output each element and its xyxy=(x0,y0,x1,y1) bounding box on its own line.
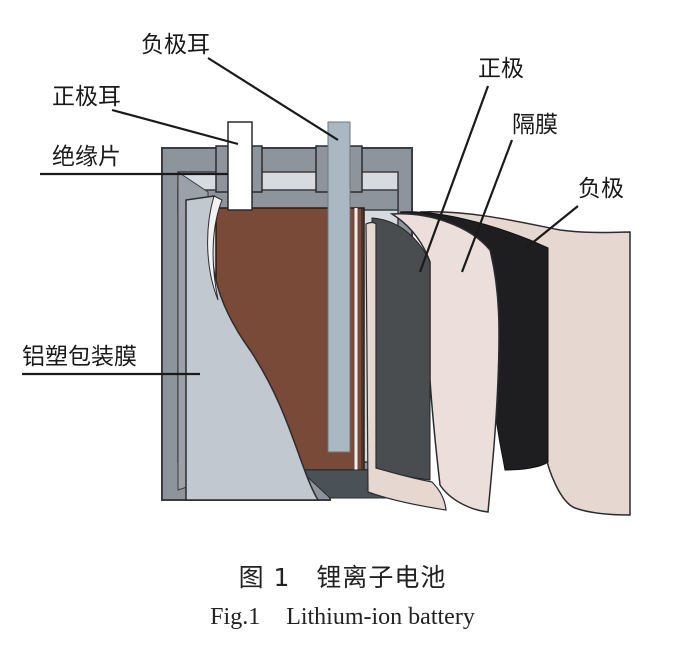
caption-en-number: Fig.1 xyxy=(210,604,261,630)
unrolled-layers xyxy=(365,211,631,516)
label-positive-tab: 正极耳 xyxy=(52,84,121,110)
leader-negative-tab xyxy=(207,57,339,141)
leader-positive-tab xyxy=(111,108,239,146)
label-insulator: 绝缘片 xyxy=(52,144,121,170)
battery-diagram: 负极耳 正极耳 绝缘片 铝塑包装膜 正极 隔膜 负极 xyxy=(22,32,631,516)
label-separator: 隔膜 xyxy=(512,112,558,138)
leader-positive-electrode xyxy=(418,85,490,273)
leader-lines xyxy=(22,57,579,376)
pouch-film-curl xyxy=(207,195,223,301)
caption-english: Fig.1 Lithium-ion battery xyxy=(0,604,685,631)
front-separator xyxy=(365,221,447,511)
label-pouch-film: 铝塑包装膜 xyxy=(22,344,137,370)
caption-cn-title: 锂离子电池 xyxy=(316,563,447,592)
label-negative-electrode: 负极 xyxy=(578,176,624,202)
leader-negative-electrode xyxy=(525,205,579,249)
leader-separator xyxy=(460,139,514,273)
label-negative-tab: 负极耳 xyxy=(141,32,210,58)
caption-en-title: Lithium-ion battery xyxy=(286,604,475,630)
caption-cn-number: 图 1 xyxy=(238,563,291,592)
positive-tab xyxy=(215,121,263,211)
caption-chinese: 图 1 锂离子电池 xyxy=(0,558,685,594)
label-positive-electrode: 正极 xyxy=(478,56,524,82)
cathode-layer xyxy=(371,217,431,481)
negative-tab xyxy=(315,121,363,453)
